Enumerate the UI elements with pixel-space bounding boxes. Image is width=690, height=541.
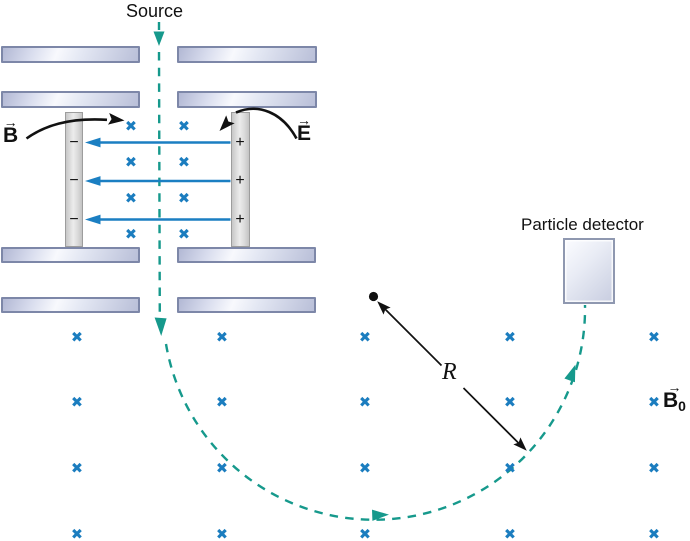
plus-sign: + xyxy=(235,210,245,228)
b-field-into-page-marker: ✖ xyxy=(647,394,661,411)
b-label-pointer-arrow xyxy=(25,113,125,140)
collimator-slab-top-left-1 xyxy=(1,46,140,63)
plus-sign: + xyxy=(235,133,245,151)
b-field-into-page-marker: ✖ xyxy=(177,118,191,135)
collimator-slab-top-right-1 xyxy=(177,46,317,63)
collimator-slab-bottom-left-2 xyxy=(1,297,140,313)
b-field-into-page-marker: ✖ xyxy=(358,526,372,541)
e-label-pointer-arrow xyxy=(219,107,298,140)
b-field-into-page-marker: ✖ xyxy=(124,226,138,243)
capacitor-plate-positive xyxy=(231,112,250,247)
e-field-arrowhead xyxy=(85,176,101,186)
b-field-into-page-marker: ✖ xyxy=(124,118,138,135)
plus-sign: + xyxy=(235,172,245,189)
semicircular-trajectory xyxy=(164,304,587,521)
b-field-into-page-marker: ✖ xyxy=(177,190,191,207)
b-field-into-page-marker: ✖ xyxy=(70,329,84,346)
b-field-into-page-marker: ✖ xyxy=(215,526,229,541)
beam-arrowhead-top xyxy=(153,31,165,46)
collimator-slab-top-right-2 xyxy=(177,91,317,108)
e-field-label: → E xyxy=(297,112,312,145)
capacitor-plate-negative xyxy=(65,112,83,247)
source-label: Source xyxy=(126,1,184,21)
b-field-into-page-marker: ✖ xyxy=(503,394,517,411)
b-field-into-page-marker: ✖ xyxy=(70,460,84,477)
vector-arrow-icon: → xyxy=(3,114,18,130)
b-field-into-page-marker: ✖ xyxy=(358,329,372,346)
b-field-into-page-marker: ✖ xyxy=(503,460,517,477)
radius-label: R xyxy=(442,359,457,385)
e-field-arrowhead xyxy=(85,137,101,148)
b-field-into-page-marker: ✖ xyxy=(647,460,661,477)
b-field-into-page-marker: ✖ xyxy=(503,329,517,346)
b-field-into-page-marker: ✖ xyxy=(177,154,191,171)
collimator-slab-bottom-right-2 xyxy=(177,297,316,313)
b0-field-label: → B 0 xyxy=(663,379,686,414)
b-field-into-page-marker: ✖ xyxy=(503,526,517,541)
collimator-slab-bottom-right-1 xyxy=(177,247,316,263)
beam-arrowhead-exit xyxy=(154,317,167,336)
vector-arrow-icon: → xyxy=(297,112,311,128)
e-field-arrows xyxy=(85,137,231,225)
b-field-into-page-marker: ✖ xyxy=(124,154,138,171)
b-field-into-page-marker: ✖ xyxy=(124,190,138,207)
e-field-arrowhead xyxy=(85,214,101,225)
b-field-into-page-marker: ✖ xyxy=(70,526,84,541)
b-field-into-page-marker: ✖ xyxy=(215,329,229,346)
source-beam-path xyxy=(153,22,167,336)
b-field-into-page-marker: ✖ xyxy=(177,226,191,243)
trajectory-arrowhead-bottom xyxy=(372,509,389,521)
minus-sign: − xyxy=(69,133,79,151)
minus-sign: − xyxy=(69,172,79,189)
b-field-into-page-marker: ✖ xyxy=(647,526,661,541)
collimator-slab-bottom-left-1 xyxy=(1,247,140,263)
minus-sign: − xyxy=(69,210,79,228)
trajectory-arrowhead-right xyxy=(564,364,576,383)
radius-arrow xyxy=(377,301,527,451)
b-field-into-page-marker: ✖ xyxy=(70,394,84,411)
b-field-into-page-marker: ✖ xyxy=(647,329,661,346)
b-field-label: → B xyxy=(3,114,19,147)
circle-center-dot xyxy=(368,291,379,302)
collimator-slab-top-left-2 xyxy=(1,91,140,108)
b-field-into-page-marker: ✖ xyxy=(215,460,229,477)
b-field-into-page-marker: ✖ xyxy=(358,460,372,477)
b-field-into-page-marker: ✖ xyxy=(215,394,229,411)
vector-arrow-icon: → xyxy=(667,379,682,395)
particle-detector-label: Particle detector xyxy=(521,215,644,234)
b-field-into-page-marker: ✖ xyxy=(358,394,372,411)
particle-detector-box xyxy=(563,238,615,304)
